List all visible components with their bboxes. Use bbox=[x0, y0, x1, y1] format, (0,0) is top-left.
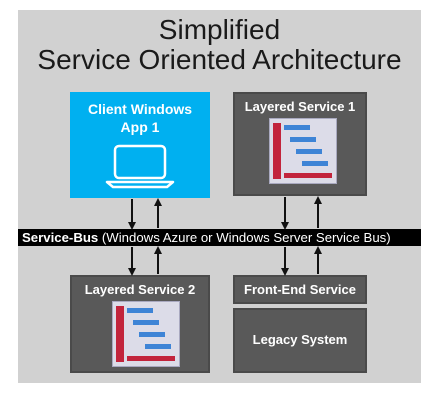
service-bus-label-bold: Service-Bus bbox=[22, 230, 99, 245]
front-end-service-box: Front-End Service bbox=[233, 275, 367, 304]
front-end-service-label: Front-End Service bbox=[244, 282, 356, 297]
layered-service-2-box: Layered Service 2 bbox=[70, 275, 210, 373]
layered-service-2-label: Layered Service 2 bbox=[84, 282, 196, 297]
diagram-title-line2: Service Oriented Architecture bbox=[37, 44, 402, 75]
legacy-system-label: Legacy System bbox=[252, 332, 348, 347]
layer-stack-icon bbox=[112, 301, 180, 367]
diagram-title-line1: Simplified bbox=[158, 14, 281, 45]
layered-service-1-label: Layered Service 1 bbox=[244, 99, 356, 114]
service-bus-bar: Service-Bus (Windows Azure or Windows Se… bbox=[18, 229, 421, 246]
client-app-label-line2: App 1 bbox=[120, 119, 160, 135]
service-bus-label: Service-Bus (Windows Azure or Windows Se… bbox=[22, 229, 391, 246]
client-app-box: Client Windows App 1 bbox=[70, 92, 210, 198]
legacy-system-box: Legacy System bbox=[233, 308, 367, 373]
layered-service-1-box: Layered Service 1 bbox=[233, 92, 367, 196]
laptop-icon bbox=[105, 144, 175, 189]
client-app-label-line1: Client Windows bbox=[87, 101, 193, 117]
layer-stack-icon bbox=[269, 118, 337, 184]
service-bus-label-rest: (Windows Azure or Windows Server Service… bbox=[98, 230, 391, 245]
